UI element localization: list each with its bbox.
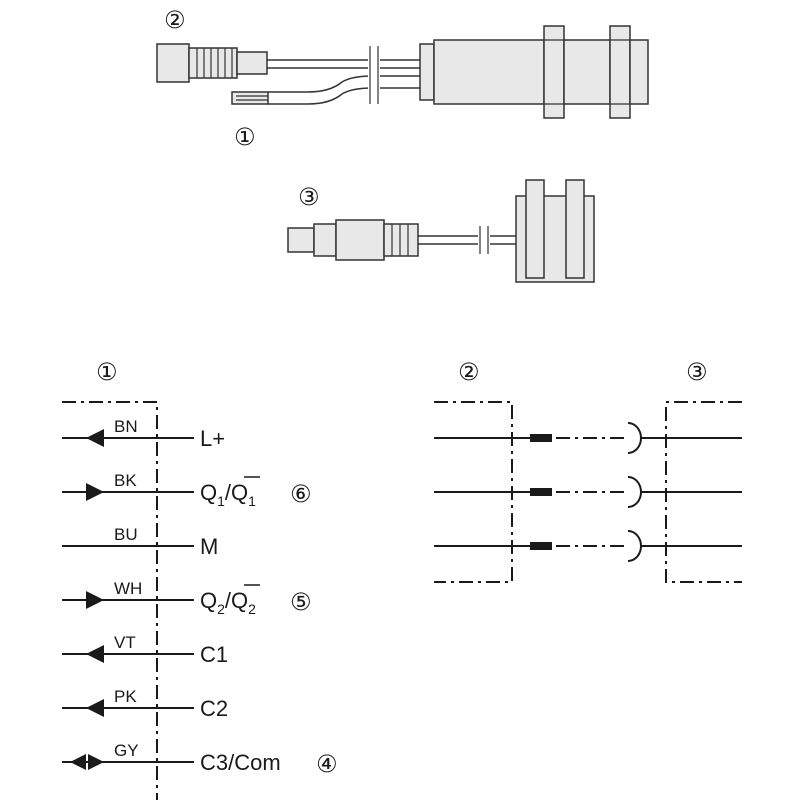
callout-marker: ⑥ xyxy=(290,480,312,508)
cable-flying-b xyxy=(268,87,420,105)
pin-row: BN L+ xyxy=(62,417,225,451)
female-socket-icon xyxy=(627,422,642,454)
male-pin-icon xyxy=(530,434,552,442)
callout-3-top: ③ xyxy=(298,183,320,211)
callout-1-top: ① xyxy=(234,123,256,151)
sensor-connector-nut-1 xyxy=(525,179,545,279)
connector-strain-relief xyxy=(236,51,268,75)
mating-contact-row xyxy=(434,476,742,508)
male-connector-tip xyxy=(287,227,315,253)
stripped-wire-ends xyxy=(231,91,269,105)
pin-row: GY C3/Com ④ xyxy=(62,741,338,778)
signal-label: L+ xyxy=(200,426,225,451)
mating-contact-row xyxy=(434,530,742,562)
connector-mating-schematic: ② ③ xyxy=(434,358,742,583)
pin-row: WH Q2/Q2 ⑤ xyxy=(62,579,312,617)
wire-color-label: GY xyxy=(114,741,139,760)
wire-color-label: BK xyxy=(114,471,137,490)
input-arrow-icon xyxy=(86,429,104,447)
wire-color-label: VT xyxy=(114,633,136,652)
pin-row: VT C1 xyxy=(62,633,228,667)
signal-label: C2 xyxy=(200,696,228,721)
signal-label: Q2/Q2 xyxy=(200,588,256,617)
connector-female-grip xyxy=(188,47,238,79)
connector-ribs xyxy=(196,48,233,78)
wire-color-label: BU xyxy=(114,525,138,544)
cable-flying-a xyxy=(268,75,420,93)
male-connector-strain-relief xyxy=(383,223,419,257)
callout-marker: ④ xyxy=(316,750,338,778)
break-mark-connector xyxy=(478,226,490,254)
input-arrow-icon xyxy=(86,645,104,663)
wire-color-label: BN xyxy=(114,417,138,436)
bidirectional-arrow-left-icon xyxy=(70,754,86,770)
male-connector-nut xyxy=(313,223,337,257)
signal-label: M xyxy=(200,534,218,559)
pin-row: BU M xyxy=(62,525,218,559)
female-socket-icon xyxy=(627,530,642,562)
pin-row: BK Q1/Q1 ⑥ xyxy=(62,471,312,509)
callout-marker: ⑤ xyxy=(290,588,312,616)
male-pin-icon xyxy=(530,488,552,496)
male-connector-grip xyxy=(335,219,385,261)
signal-label: Q1/Q1 xyxy=(200,480,256,509)
wire-color-label: WH xyxy=(114,579,142,598)
output-arrow-icon xyxy=(86,483,104,501)
output-arrow-icon xyxy=(86,591,104,609)
pin-row: PK C2 xyxy=(62,687,228,721)
callout-1-schematic: ① xyxy=(96,358,118,386)
signal-label: C1 xyxy=(200,642,228,667)
male-pin-icon xyxy=(530,542,552,550)
device-boundary xyxy=(62,401,158,800)
sensor-connector-version: ③ xyxy=(287,179,595,283)
break-mark-top xyxy=(368,46,380,104)
bidirectional-arrow-right-icon xyxy=(88,754,104,770)
wire-color-label: PK xyxy=(114,687,137,706)
sensor-body-rear xyxy=(433,39,545,105)
callout-3-schematic: ③ xyxy=(686,358,708,386)
input-arrow-icon xyxy=(86,699,104,717)
sensor-connector-nut-2 xyxy=(565,179,585,279)
callout-2-schematic: ② xyxy=(458,358,480,386)
callout-2-top: ② xyxy=(164,6,186,34)
female-socket-icon xyxy=(627,476,642,508)
sensor-front-face xyxy=(629,39,649,105)
sensor-cable-gland xyxy=(419,43,435,101)
mating-contact-row xyxy=(434,422,742,454)
sensor-thread xyxy=(563,39,611,105)
sensor-cable-version: ② xyxy=(156,6,649,151)
signal-label: C3/Com xyxy=(200,750,281,775)
connector-female-cap xyxy=(156,43,190,83)
male-connector-ribs xyxy=(391,224,409,256)
